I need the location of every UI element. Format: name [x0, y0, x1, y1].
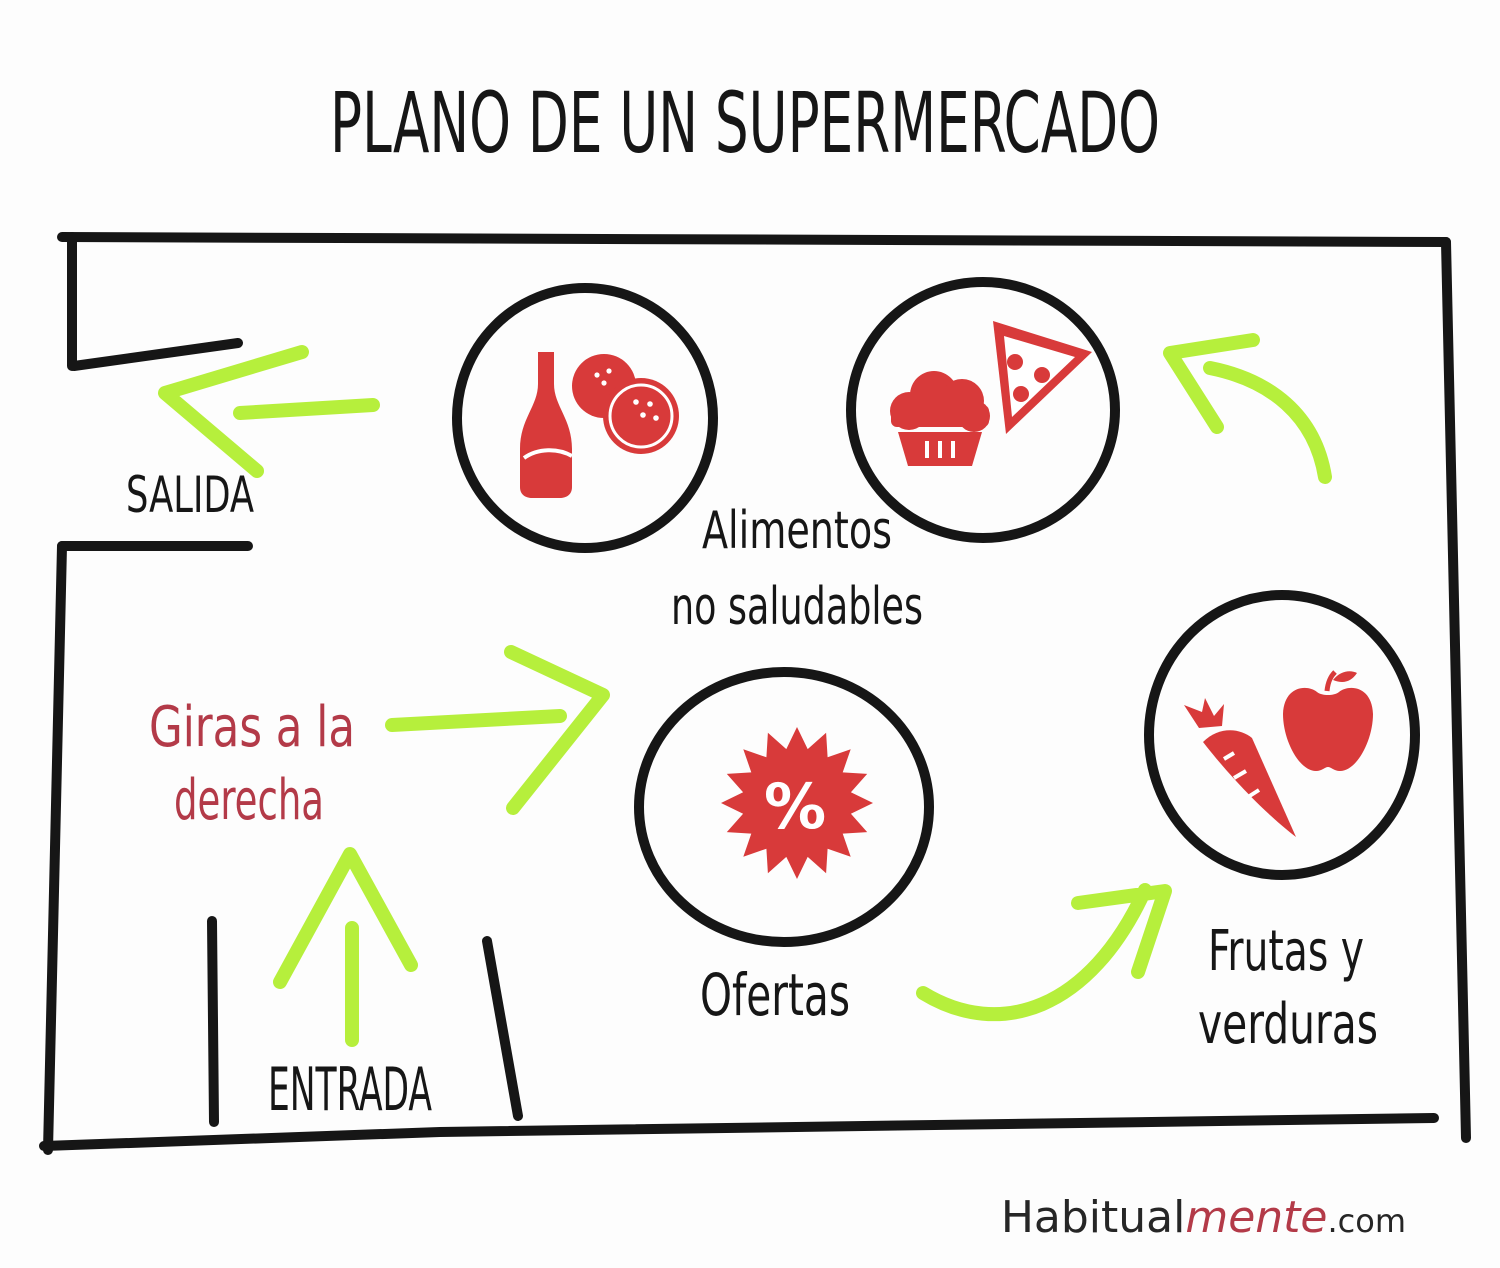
circle-frutas — [1144, 590, 1420, 880]
circle-unhealthy-right — [846, 277, 1120, 543]
circle-ofertas — [634, 667, 934, 947]
circle-unhealthy-left — [452, 283, 718, 553]
apple-icon — [1283, 670, 1373, 771]
brand-logo: Habitualmente.com — [1001, 1192, 1406, 1243]
muffin-icon — [890, 371, 990, 466]
brand-part-habitual: Habitual — [1001, 1192, 1186, 1243]
giras-label-line1: Giras a la — [149, 695, 355, 760]
arrow-to-frutas — [916, 883, 1172, 1022]
page-title: PLANO DE UN SUPERMERCADO — [330, 74, 1160, 172]
alimentos-label-line2: no saludables — [671, 577, 923, 637]
route-arrows — [158, 333, 1332, 1047]
ofertas-label: Ofertas — [700, 961, 850, 1029]
burger-icon — [572, 354, 679, 454]
alimentos-label-line1: Alimentos — [702, 501, 892, 561]
frutas-label-line2: verduras — [1198, 992, 1378, 1057]
giras-label-line2: derecha — [174, 768, 324, 833]
pizza-slice-icon — [993, 321, 1092, 434]
arrow-to-salida — [158, 345, 380, 478]
store-walls — [39, 232, 1471, 1155]
brand-part-com: .com — [1327, 1202, 1406, 1240]
brand-part-mente: mente — [1185, 1192, 1327, 1243]
entrada-label: ENTRADA — [268, 1055, 432, 1125]
frutas-label-line1: Frutas y — [1208, 919, 1364, 984]
arrow-to-ofertas — [385, 645, 610, 815]
arrow-from-entrada — [273, 847, 418, 1047]
arrow-up-to-aisle — [1163, 333, 1332, 484]
section-circles — [452, 277, 1420, 947]
soda-bottle-icon — [520, 352, 573, 498]
discount-badge-icon: % — [721, 727, 873, 879]
carrot-icon — [1184, 698, 1296, 837]
salida-label: SALIDA — [126, 466, 254, 524]
discount-symbol: % — [764, 770, 826, 843]
